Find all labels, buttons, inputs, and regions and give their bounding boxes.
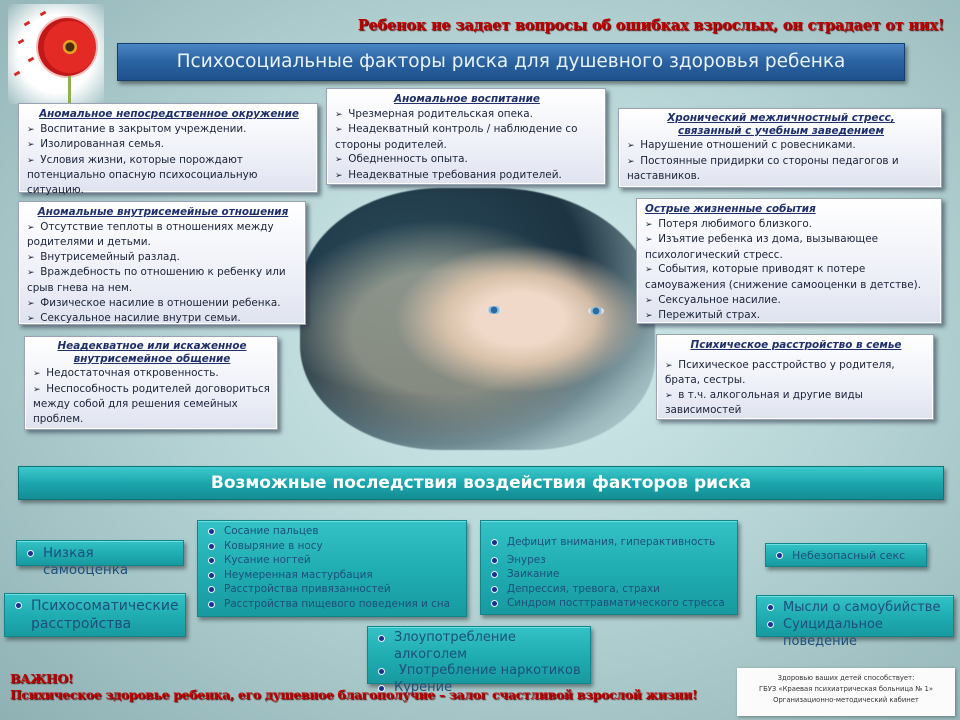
- factor-item: Нарушение отношений с ровесниками.: [627, 138, 935, 154]
- factor-item: Недостаточная откровенность.: [33, 366, 271, 382]
- consequence-item: Депрессия, тревога, страхи: [507, 582, 660, 595]
- bullet-icon: [208, 571, 215, 579]
- consequence-item: Сосание пальцев: [224, 525, 319, 537]
- bullet-icon: [208, 586, 215, 593]
- factor-box-family-disorder: Психическое расстройство в семье Психиче…: [656, 334, 934, 420]
- important-text: Психическое здоровье ребенка, его душевн…: [10, 687, 698, 702]
- factor-item: Постоянные придирки со стороны педагогов…: [627, 154, 935, 184]
- factor-item: Обедненность опыта.: [335, 152, 599, 168]
- consequence-item: Курение: [394, 679, 453, 695]
- consequence-item: Суицидальное поведение: [783, 617, 883, 649]
- consequence-item: Расстройства привязанностей: [224, 583, 391, 595]
- page-title: Психосоциальные факторы риска для душевн…: [117, 43, 905, 81]
- factor-box-family-relations: Аномальные внутрисемейные отношения Отсу…: [18, 201, 306, 325]
- bullet-icon: [208, 542, 215, 550]
- bullet-icon: [491, 539, 498, 546]
- consequence-box-disorders: Дефицит внимания, гиперактивность Энурез…: [480, 520, 738, 615]
- eye-decoration: [588, 307, 604, 315]
- consequences-title: Возможные последствия воздействия фактор…: [18, 466, 944, 500]
- factor-item: Психическое расстройство у родителя, бра…: [665, 358, 927, 388]
- bullet-icon: [208, 528, 215, 535]
- factor-box-life-events: Острые жизненные события Потеря любимого…: [636, 198, 942, 324]
- bullet-icon: [767, 621, 774, 628]
- credit-line: Здоровью ваших детей способствует:: [777, 674, 915, 682]
- consequence-item: Психосоматические расстройства: [31, 598, 179, 632]
- consequence-item: Синдром посттравматического стресса: [507, 597, 725, 609]
- bullet-icon: [15, 602, 22, 609]
- factor-item: Неадекватные требования родителей.: [335, 168, 599, 184]
- factor-box-upbringing: Аномальное воспитание Чрезмерная родител…: [326, 88, 606, 185]
- consequence-item: Употребление наркотиков: [399, 663, 581, 678]
- factor-item: Изъятие ребенка из дома, вызывающее псих…: [645, 232, 935, 262]
- factor-box-family-communication: Неадекватное или искаженное внутрисемейн…: [24, 336, 278, 430]
- bullet-icon: [208, 600, 215, 608]
- consequence-item: Неумеренная мастурбация: [224, 568, 373, 581]
- bullet-icon: [491, 585, 498, 593]
- important-label: ВАЖНО!: [10, 671, 73, 686]
- factor-item: Физическое насилие в отношении ребенка.: [27, 296, 299, 312]
- consequence-box-habits: Сосание пальцев Ковыряние в носу Кусание…: [197, 520, 467, 617]
- factor-title: Хронический межличностный стресс, связан…: [667, 112, 895, 137]
- bullet-icon: [491, 571, 498, 578]
- bullet-icon: [378, 668, 385, 675]
- important-note: ВАЖНО! Психическое здоровье ребенка, его…: [10, 671, 697, 703]
- factor-item: Неспособность родителей договориться меж…: [33, 382, 271, 427]
- consequence-item: Злоупотребление алкоголем: [394, 630, 516, 662]
- credit-line: ГБУЗ «Краевая психиатрическая больница №…: [758, 685, 934, 693]
- consequence-item: Ковыряние в носу: [224, 539, 323, 552]
- factor-item: Условия жизни, которые порождают потенци…: [27, 153, 311, 198]
- factor-item: Сексуальное насилие внутри семьи.: [27, 311, 299, 327]
- consequence-item: Дефицит внимания, гиперактивность: [507, 536, 716, 548]
- factor-title: Психическое расстройство в семье: [690, 339, 902, 351]
- eye-decoration: [486, 306, 502, 314]
- factor-item: Изолированная семья.: [27, 137, 311, 153]
- bullet-icon: [208, 557, 215, 564]
- bullet-icon: [776, 552, 783, 559]
- bullet-icon: [27, 550, 34, 557]
- bullet-icon: [378, 684, 385, 692]
- girl-photo: [300, 188, 655, 450]
- consequence-box-psychosomatic: Психосоматические расстройства: [4, 593, 186, 637]
- consequence-item: Мысли о самоубийстве: [783, 600, 941, 615]
- consequence-item: Энурез: [507, 553, 546, 566]
- consequence-item: Кусание ногтей: [224, 554, 311, 566]
- factor-item: События, которые приводят к потере самоу…: [645, 262, 935, 292]
- factor-item: Враждебность по отношению к ребенку или …: [27, 265, 299, 295]
- factor-item: Сексуальное насилие.: [645, 293, 935, 309]
- factor-item: Воспитание в закрытом учреждении.: [27, 122, 311, 138]
- factor-title: Аномальное воспитание: [394, 93, 540, 105]
- consequence-item: Низкая самооценка: [43, 545, 129, 578]
- bullet-icon: [767, 604, 774, 611]
- red-flower-image: [38, 18, 96, 76]
- factor-item: Пережитый страх.: [645, 308, 935, 324]
- bullet-icon: [491, 600, 498, 607]
- factor-title: Аномальное непосредственное окружение: [39, 108, 299, 120]
- factor-item: Внутрисемейный разлад.: [27, 250, 299, 266]
- flower-stem: [68, 76, 71, 104]
- factor-title: Острые жизненные события: [645, 203, 816, 215]
- consequence-item: Небезопасный секс: [792, 549, 906, 562]
- factor-item: Отсутствие теплоты в отношениях между ро…: [27, 220, 299, 250]
- consequence-box-unsafe-sex: Небезопасный секс: [765, 543, 927, 567]
- factor-title: Аномальные внутрисемейные отношения: [37, 206, 289, 218]
- top-quote: Ребенок не задает вопросы об ошибках взр…: [357, 17, 944, 34]
- consequence-box-self-esteem: Низкая самооценка: [16, 540, 184, 578]
- credit-line: Организационно-методический кабинет: [773, 696, 919, 704]
- factor-item: Чрезмерная родительская опека.: [335, 107, 599, 123]
- factor-title: Неадекватное или искаженное внутрисемейн…: [57, 340, 247, 365]
- consequence-item: Заикание: [507, 568, 560, 580]
- credit-box: Здоровью ваших детей способствует: ГБУЗ …: [737, 668, 955, 716]
- factor-box-school-stress: Хронический межличностный стресс, связан…: [618, 108, 942, 188]
- factor-item: в т.ч. алкогольная и другие виды зависим…: [665, 388, 927, 418]
- factor-box-immediate-environment: Аномальное непосредственное окружение Во…: [18, 103, 318, 196]
- consequence-item: Расстройства пищевого поведения и сна: [224, 597, 450, 610]
- factor-item: Неадекватный контроль / наблюдение со ст…: [335, 122, 599, 152]
- factor-item: Потеря любимого близкого.: [645, 217, 935, 233]
- consequence-box-substances: Злоупотребление алкоголем Употребление н…: [367, 626, 591, 695]
- consequence-box-suicide: Мысли о самоубийстве Суицидальное поведе…: [756, 595, 954, 649]
- bullet-icon: [491, 556, 498, 564]
- bullet-icon: [378, 635, 385, 642]
